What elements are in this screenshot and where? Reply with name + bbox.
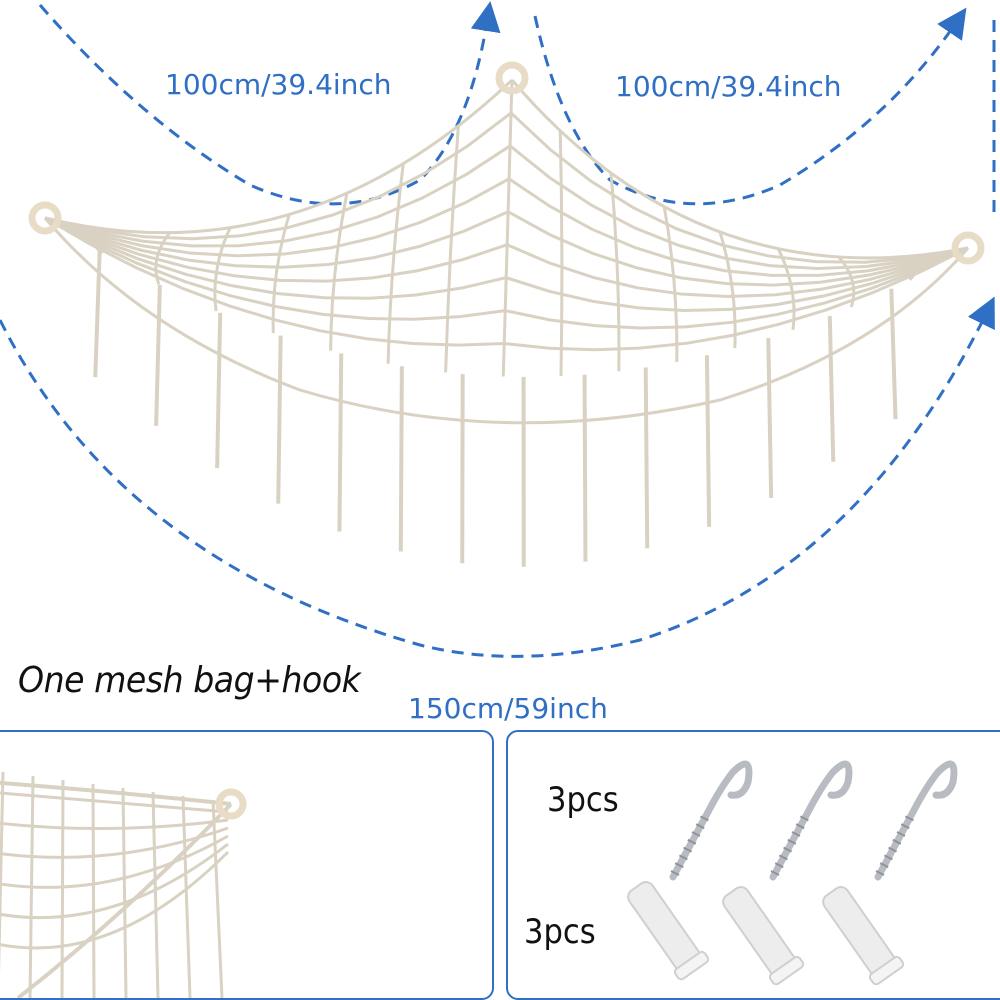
dimension-label-top-left: 100cm/39.4inch bbox=[165, 68, 392, 101]
hanging-ring-top bbox=[495, 61, 529, 95]
net-cord bbox=[271, 214, 291, 334]
net-cord bbox=[386, 163, 405, 364]
net-cord bbox=[44, 110, 969, 264]
net-cord bbox=[444, 125, 460, 373]
dimension-arc-bottom bbox=[0, 296, 995, 658]
net-detail-image bbox=[0, 771, 247, 998]
accessories-image bbox=[627, 760, 958, 986]
net-cord bbox=[44, 216, 969, 352]
net-cord bbox=[0, 791, 229, 814]
net-cord bbox=[609, 172, 621, 372]
fringe-tassel bbox=[704, 355, 712, 527]
product-title: One mesh bag+hook bbox=[18, 660, 361, 701]
net-cord bbox=[0, 842, 229, 920]
dimension-arc-top-right bbox=[533, 7, 967, 206]
net-cord bbox=[44, 216, 969, 330]
accessories-panel bbox=[506, 730, 1000, 1000]
net-cord bbox=[0, 780, 232, 806]
net-cord bbox=[0, 818, 229, 831]
wall-anchor bbox=[822, 886, 905, 986]
net-cord bbox=[44, 144, 969, 270]
net-cord bbox=[60, 779, 65, 998]
net-cord bbox=[44, 210, 969, 287]
net-cord bbox=[151, 791, 160, 998]
hanging-ring-detail bbox=[215, 788, 247, 820]
wall-anchor bbox=[722, 886, 805, 986]
screw-hook bbox=[769, 760, 853, 881]
net-cord bbox=[501, 79, 514, 377]
fringe-tassel bbox=[889, 288, 898, 420]
fringe-tassel bbox=[398, 366, 404, 552]
hanging-ring-right bbox=[951, 231, 985, 265]
wall-anchor bbox=[627, 881, 710, 981]
dimension-label-bottom: 150cm/59inch bbox=[408, 692, 608, 725]
fringe-tassel bbox=[215, 312, 223, 469]
net-cord bbox=[91, 783, 96, 998]
net-cord bbox=[776, 248, 796, 331]
fringe-tassel bbox=[582, 374, 588, 562]
net-cord bbox=[16, 802, 233, 998]
net-cord bbox=[718, 231, 737, 349]
anchors-quantity: 3pcs bbox=[524, 912, 596, 952]
net-cord bbox=[329, 192, 349, 351]
net-cord bbox=[0, 850, 230, 950]
fringe-tassel bbox=[154, 284, 162, 426]
hooks-quantity: 3pcs bbox=[547, 780, 619, 820]
net-cord bbox=[213, 227, 232, 312]
net-cord bbox=[44, 216, 969, 313]
main-illustration bbox=[0, 1, 996, 658]
net-cord bbox=[181, 795, 192, 998]
fringe-tassel bbox=[93, 252, 102, 378]
net-cord bbox=[662, 206, 679, 362]
fringe-tassel bbox=[766, 338, 774, 498]
net-cord bbox=[44, 216, 969, 299]
net-detail-panel bbox=[0, 730, 494, 1000]
fringe-tassel bbox=[276, 335, 283, 504]
fringe-tassel bbox=[827, 315, 836, 462]
hanging-ring-left bbox=[28, 201, 62, 235]
fringe-tassel bbox=[643, 367, 650, 549]
net-cord bbox=[558, 130, 564, 377]
net-cord bbox=[121, 787, 128, 998]
mesh-net bbox=[43, 78, 970, 567]
fringe-tassel bbox=[337, 353, 344, 532]
dimension-label-top-right: 100cm/39.4inch bbox=[615, 70, 842, 103]
screw-hook bbox=[874, 760, 958, 881]
net-cord bbox=[0, 834, 229, 889]
screw-hook bbox=[669, 760, 753, 881]
net-cord bbox=[44, 177, 969, 277]
